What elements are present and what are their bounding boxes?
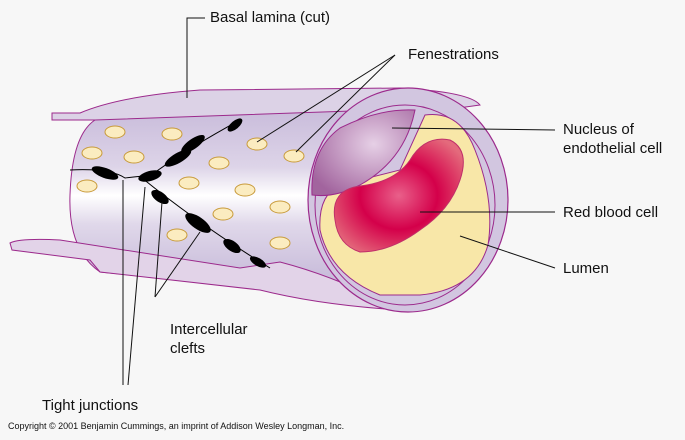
label-intercellular-line2: clefts [170,340,206,357]
fenestration [123,150,145,164]
fenestration [269,236,291,250]
leader-cleft-2 [154,231,201,298]
label-tight-junctions: Tight junctions [42,397,139,414]
tight-junction [227,118,243,132]
fenestration [161,127,183,141]
leader-lines [122,17,556,386]
label-nucleus-line1: Nucleus of [563,121,634,138]
tight-junction [249,256,267,268]
fenestration [283,149,305,163]
leader-nucleus [391,127,556,131]
label-red-blood-cell: Red blood cell [563,204,659,221]
label-fenestrations: Fenestrations [408,46,499,63]
leader-basal-lamina [186,17,205,98]
leader-cleft-1 [154,201,163,298]
label-nucleus-line2: endothelial cell [563,140,663,157]
fenestration [212,207,234,221]
tight-junction [164,149,192,167]
fenestration [166,228,188,242]
red-blood-cell [333,138,464,253]
tight-junctions [69,118,271,269]
copyright-notice: Copyright © 2001 Benjamin Cummings, an i… [8,421,345,431]
leader-junction-2 [127,186,146,386]
leader-fenestration-2 [295,54,396,153]
tight-junction [185,213,211,233]
label-intercellular-line1: Intercellular [170,321,248,338]
fenestration [246,137,268,151]
leader-lumen [459,235,556,269]
fenestration [81,146,103,160]
tight-junction [181,134,205,154]
fenestration [76,179,98,193]
leader-fenestration-1 [256,54,396,143]
fenestration [178,176,200,190]
label-basal-lamina: Basal lamina (cut) [210,9,331,26]
tight-junction [91,166,119,180]
fenestration [269,200,291,214]
label-lumen: Lumen [563,260,609,277]
tight-junction [223,238,241,254]
fenestrations [76,125,305,250]
fenestration [104,125,126,139]
fenestration [208,156,230,170]
fenestration [234,183,256,197]
tight-junction [151,189,169,205]
tight-junction [138,170,162,182]
